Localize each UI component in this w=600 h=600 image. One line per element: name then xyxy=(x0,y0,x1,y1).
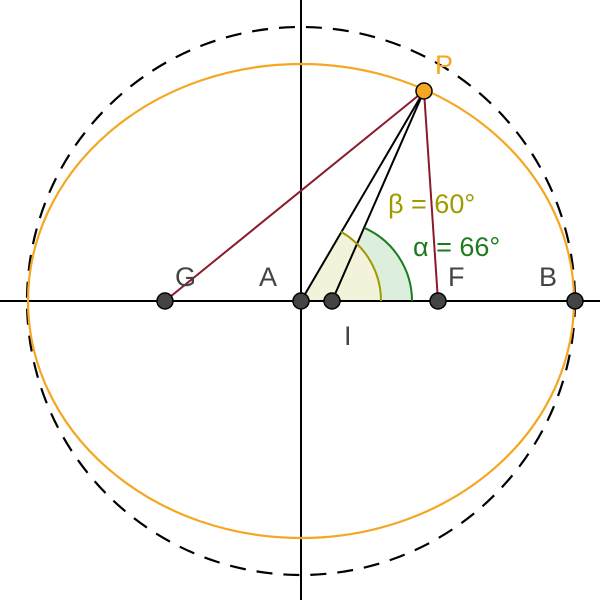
label-g: G xyxy=(175,262,196,292)
point-b xyxy=(566,292,584,310)
alpha-angle-arc xyxy=(364,226,413,302)
point-i xyxy=(323,292,341,310)
focal-line-pf xyxy=(423,90,439,302)
label-p: P xyxy=(435,50,453,80)
label-b: B xyxy=(539,262,557,292)
beta-angle-label: β = 60° xyxy=(388,189,475,219)
label-i: I xyxy=(344,321,352,351)
label-a: A xyxy=(259,262,277,292)
alpha-angle-label: α = 66° xyxy=(413,232,500,262)
point-a xyxy=(292,292,310,310)
line-pi xyxy=(331,90,425,302)
point-g xyxy=(156,292,174,310)
point-p xyxy=(415,82,433,100)
label-f: F xyxy=(448,262,465,292)
focal-line-pg xyxy=(164,90,425,302)
point-f xyxy=(429,292,447,310)
line-pa xyxy=(300,90,425,302)
beta-angle-arc xyxy=(340,230,382,302)
